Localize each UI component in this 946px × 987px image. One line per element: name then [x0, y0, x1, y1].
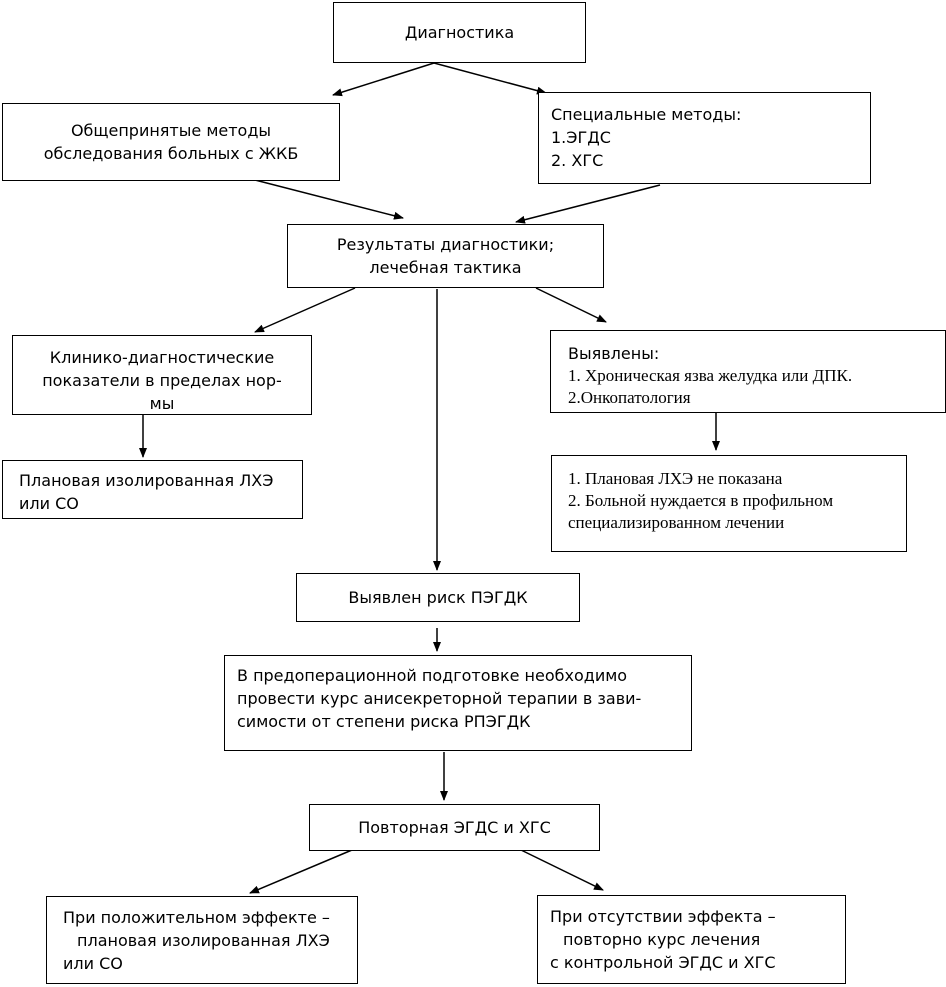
clinical-norm-line1: Клинико-диагностические: [49, 348, 275, 367]
arrow-diag-to-special: [433, 62, 547, 95]
revealed-item1: 1. Хроническая язва желудка или ДПК.: [568, 366, 853, 385]
not-indicated-item1: 1. Плановая ЛХЭ не показана: [568, 469, 783, 488]
no-effect-line3: с контрольной ЭГДС и ХГС: [550, 953, 776, 972]
repeat-title: Повторная ЭГДС и ХГС: [358, 818, 551, 837]
diagnostics-box: Диагностика: [333, 2, 586, 63]
clinical-norm-line2: показатели в пределах нор-: [42, 371, 282, 390]
general-methods-box: Общепринятые методы обследования больных…: [2, 103, 340, 181]
positive-line3: или СО: [63, 954, 123, 973]
no-effect-box: При отсутствии эффекта – повторно курс л…: [537, 895, 846, 984]
risk-title: Выявлен риск ПЭГДК: [348, 588, 528, 607]
positive-line1: При положительном эффекте –: [63, 908, 330, 927]
revealed-box: Выявлены: 1. Хроническая язва желудка ил…: [550, 330, 946, 413]
no-effect-line2: повторно курс лечения: [563, 930, 761, 949]
clinical-norm-line3: мы: [149, 394, 175, 413]
results-line1: Результаты диагностики;: [336, 235, 555, 254]
risk-box: Выявлен риск ПЭГДК: [296, 573, 580, 622]
no-effect-line1: При отсутствии эффекта –: [550, 907, 776, 926]
preop-line1: В предоперационной подготовке необходимо: [237, 666, 628, 685]
arrow-general-to-results: [254, 179, 404, 220]
planned-lche-line2: или СО: [19, 494, 79, 513]
arrow-repeat-to-noeffect: [520, 849, 604, 891]
preop-line2: провести курс анисекреторной терапии в з…: [237, 689, 642, 708]
planned-lche-box: Плановая изолированная ЛХЭ или СО: [2, 460, 303, 519]
positive-effect-box: При положительном эффекте – плановая изо…: [46, 896, 358, 984]
not-indicated-item2: 2. Больной нуждается в профильном: [568, 491, 834, 510]
arrow-repeat-to-positive: [249, 849, 353, 894]
general-methods-line1: Общепринятые методы: [70, 121, 272, 140]
results-line2: лечебная тактика: [369, 258, 522, 277]
not-indicated-item3: специализированном лечении: [568, 513, 785, 532]
special-methods-title: Специальные методы:: [551, 105, 742, 124]
arrow-diag-to-general: [332, 62, 435, 97]
preop-box: В предоперационной подготовке необходимо…: [224, 655, 692, 751]
preop-line3: симости от степени риска РПЭГДК: [237, 712, 531, 731]
arrow-results-to-revealed: [535, 287, 607, 323]
special-methods-item1: 1.ЭГДС: [551, 128, 611, 147]
revealed-title: Выявлены:: [568, 344, 660, 363]
general-methods-line2: обследования больных с ЖКБ: [43, 144, 299, 163]
revealed-item2: 2.Онкопатология: [568, 388, 691, 407]
clinical-norm-box: Клинико-диагностические показатели в пре…: [12, 335, 312, 415]
positive-line2: плановая изолированная ЛХЭ: [77, 931, 330, 950]
not-indicated-box: 1. Плановая ЛХЭ не показана 2. Больной н…: [551, 455, 907, 552]
arrow-results-to-clinical: [254, 287, 356, 333]
results-box: Результаты диагностики; лечебная тактика: [287, 224, 604, 288]
planned-lche-line1: Плановая изолированная ЛХЭ: [19, 471, 274, 490]
diagnostics-title: Диагностика: [404, 23, 515, 42]
special-methods-box: Специальные методы: 1.ЭГДС 2. ХГС: [538, 92, 871, 184]
special-methods-item2: 2. ХГС: [551, 151, 604, 170]
repeat-box: Повторная ЭГДС и ХГС: [309, 804, 600, 851]
arrow-special-to-results: [515, 184, 661, 224]
